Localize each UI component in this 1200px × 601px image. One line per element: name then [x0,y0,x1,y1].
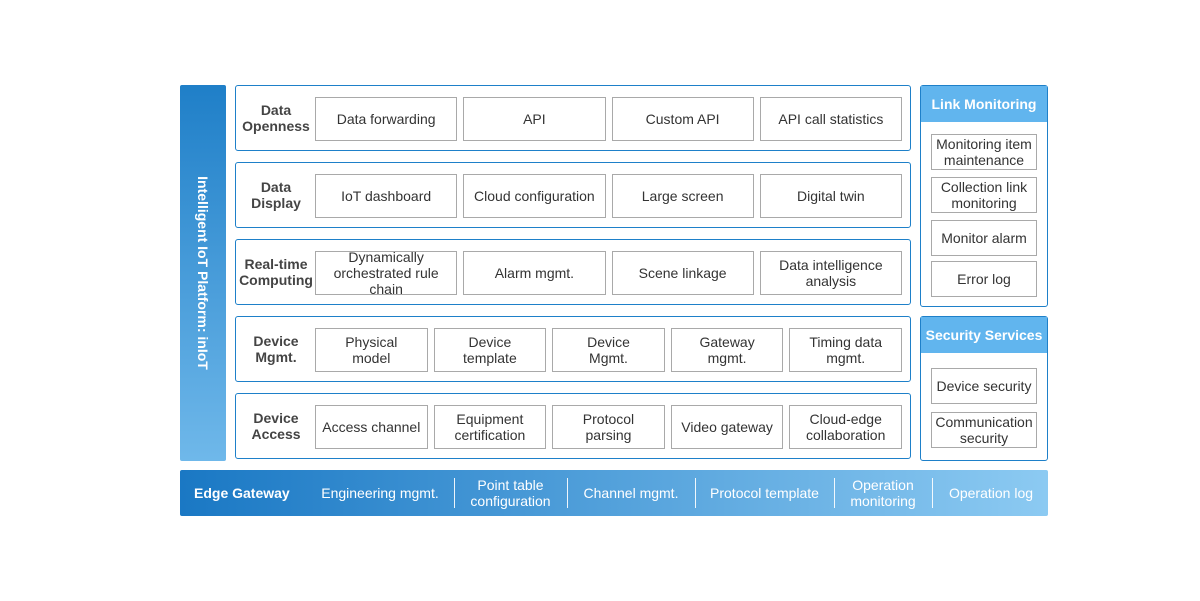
module-data-forwarding: Data forwarding [315,97,458,141]
module-api: API [463,97,606,141]
module-access-channel: Access channel [315,405,428,449]
module-digital-twin: Digital twin [759,174,902,218]
monitoring-item-monitor-alarm: Monitor alarm [931,220,1037,256]
module-large-screen: Large screen [611,174,754,218]
monitoring-item-error-log: Error log [931,261,1037,297]
gateway-separator [932,478,933,508]
module-cloud-configuration: Cloud configuration [463,174,606,218]
gateway-separator [695,478,696,508]
platform-title: Intelligent IoT Platform: inIoT [195,176,211,370]
gateway-item-engineering-mgmt: Engineering mgmt. [321,485,439,501]
module-video-gateway: Video gateway [670,405,784,449]
link-monitoring-title: Link Monitoring [921,86,1047,122]
module-alarm-mgmt: Alarm mgmt. [463,251,606,295]
module-scene-linkage: Scene linkage [611,251,754,295]
security-services-title: Security Services [921,317,1047,353]
module-api-call-statistics: API call statistics [759,97,902,141]
gateway-separator [567,478,568,508]
module-custom-api: Custom API [611,97,754,141]
platform-sidebar: Intelligent IoT Platform: inIoT [180,85,226,461]
gateway-separator [834,478,835,508]
edge-gateway-bar: Edge Gateway Engineering mgmt. Point tabl… [180,470,1048,516]
gateway-separator [454,478,455,508]
gateway-item-operation-log: Operation log [948,485,1034,501]
gateway-item-protocol-template: Protocol template [710,485,819,501]
module-iot-dashboard: IoT dashboard [315,174,458,218]
gateway-item-channel-mgmt: Channel mgmt. [583,485,679,501]
security-item-device-security: Device security [931,368,1037,404]
edge-gateway-title: Edge Gateway [194,485,290,501]
